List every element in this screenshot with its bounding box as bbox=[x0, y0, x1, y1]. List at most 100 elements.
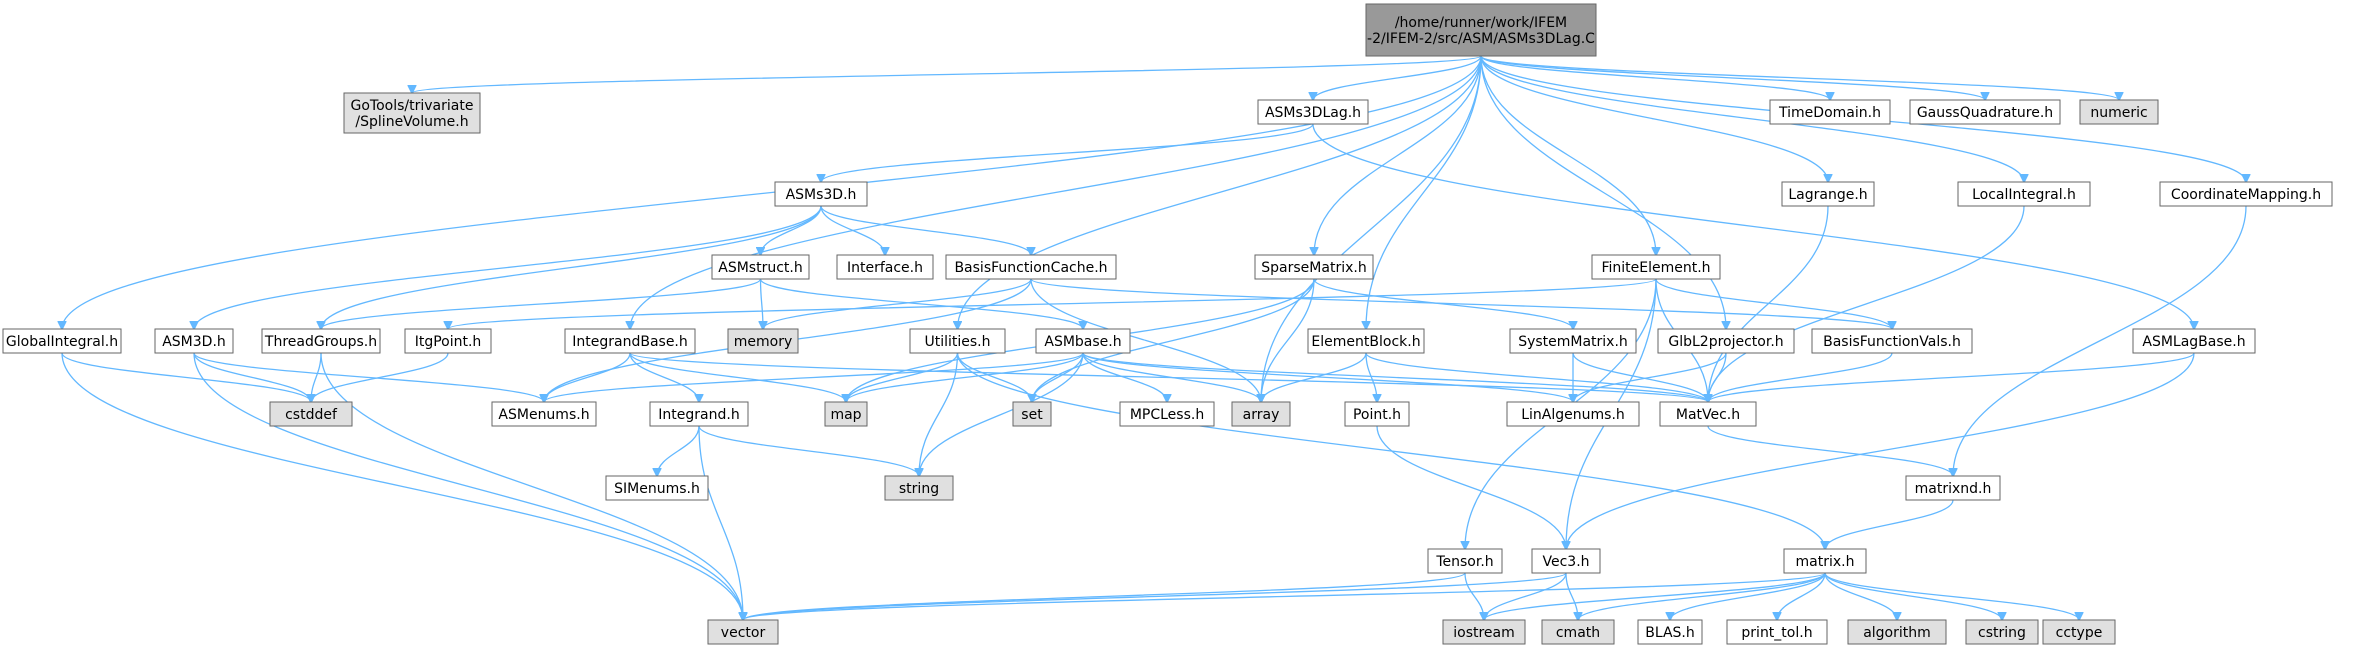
node-box-bfcache bbox=[945, 254, 1117, 280]
node-box-iostream bbox=[1442, 619, 1526, 645]
node-cmath: cmath bbox=[1541, 619, 1615, 645]
node-asmbase[interactable]: ASMbase.h bbox=[1035, 328, 1131, 354]
node-label-asms3dlag_h: ASMs3DLag.h bbox=[1265, 105, 1361, 121]
node-map: map bbox=[824, 401, 868, 427]
edge-bfcache-to-array bbox=[1030, 278, 1261, 402]
node-interface[interactable]: Interface.h bbox=[836, 254, 934, 280]
node-vec3[interactable]: Vec3.h bbox=[1531, 548, 1601, 574]
edge-root-to-numeric bbox=[1480, 55, 2119, 100]
node-label-systemmatrix: SystemMatrix.h bbox=[1518, 334, 1628, 350]
node-label-simenums: SIMenums.h bbox=[614, 481, 700, 497]
node-tensor[interactable]: Tensor.h bbox=[1427, 548, 1503, 574]
node-itgpoint[interactable]: ItgPoint.h bbox=[404, 328, 492, 354]
node-box-algorithm bbox=[1847, 619, 1947, 645]
node-threadgroups[interactable]: ThreadGroups.h bbox=[261, 328, 381, 354]
node-glbl2proj[interactable]: GlbL2projector.h bbox=[1657, 328, 1795, 354]
edge-root-to-timedomain bbox=[1480, 55, 1830, 100]
node-array: array bbox=[1231, 401, 1291, 427]
node-label-numeric: numeric bbox=[2090, 105, 2147, 121]
node-box-vector bbox=[707, 619, 779, 645]
node-label-cmath: cmath bbox=[1556, 625, 1600, 641]
node-gaussquad[interactable]: GaussQuadrature.h bbox=[1909, 99, 2061, 125]
node-bfcache[interactable]: BasisFunctionCache.h bbox=[945, 254, 1117, 280]
node-mpcless[interactable]: MPCLess.h bbox=[1119, 401, 1215, 427]
node-finiteelement[interactable]: FiniteElement.h bbox=[1591, 254, 1721, 280]
node-asmenums[interactable]: ASMenums.h bbox=[491, 401, 597, 427]
node-label-globalintegral: GlobalIntegral.h bbox=[6, 334, 118, 350]
edge-integrandbase-to-integrand bbox=[629, 352, 699, 402]
edge-asmstruct-to-asmbase bbox=[759, 278, 1084, 329]
node-box-string bbox=[884, 475, 954, 501]
node-label-algorithm: algorithm bbox=[1863, 625, 1931, 641]
edge-matrix-to-algorithm bbox=[1824, 572, 1897, 620]
edge-matrix-to-blas bbox=[1670, 572, 1826, 620]
node-label-set: set bbox=[1021, 407, 1043, 423]
node-label-asms3d: ASMs3D.h bbox=[786, 187, 857, 203]
node-box-cstddef bbox=[269, 401, 353, 427]
edge-systemmatrix-to-matvec bbox=[1572, 352, 1708, 402]
edge-asms3dlag_h-to-asmlagbase bbox=[1312, 123, 2194, 329]
node-integrand[interactable]: Integrand.h bbox=[649, 401, 749, 427]
node-globalintegral[interactable]: GlobalIntegral.h bbox=[2, 328, 122, 354]
edge-bfvals-to-matvec bbox=[1708, 352, 1893, 402]
node-asms3d[interactable]: ASMs3D.h bbox=[774, 181, 868, 207]
edge-sparsematrix-to-array bbox=[1261, 278, 1315, 402]
edge-asms3d-to-asmstruct bbox=[761, 205, 822, 255]
node-localintegral[interactable]: LocalIntegral.h bbox=[1957, 181, 2091, 207]
edge-utilities-to-string bbox=[919, 352, 959, 476]
edge-root-to-elementblock bbox=[1366, 55, 1482, 329]
node-asms3dlag_h[interactable]: ASMs3DLag.h bbox=[1257, 99, 1369, 125]
node-label-map: map bbox=[830, 407, 861, 423]
node-lagrange[interactable]: Lagrange.h bbox=[1781, 181, 1875, 207]
node-label-string: string bbox=[899, 481, 939, 497]
edge-matrix-to-cctype bbox=[1824, 572, 2079, 620]
node-label-printtol: print_tol.h bbox=[1741, 625, 1812, 641]
node-blas[interactable]: BLAS.h bbox=[1637, 619, 1703, 645]
edge-asms3d-to-threadgroups bbox=[321, 205, 822, 329]
node-matrixnd[interactable]: matrixnd.h bbox=[1905, 475, 2001, 501]
node-matrix[interactable]: matrix.h bbox=[1783, 548, 1867, 574]
node-label-cstring: cstring bbox=[1978, 625, 2026, 641]
node-box-asmbase bbox=[1035, 328, 1131, 354]
node-pointh[interactable]: Point.h bbox=[1344, 401, 1410, 427]
node-root[interactable]: /home/runner/work/IFEM-2/IFEM-2/src/ASM/… bbox=[1365, 3, 1597, 57]
node-sparsematrix[interactable]: SparseMatrix.h bbox=[1254, 254, 1374, 280]
node-linalgenums[interactable]: LinAlgenums.h bbox=[1506, 401, 1640, 427]
node-elementblock[interactable]: ElementBlock.h bbox=[1307, 328, 1425, 354]
node-label-matvec: MatVec.h bbox=[1676, 407, 1740, 423]
node-bfvals[interactable]: BasisFunctionVals.h bbox=[1811, 328, 1973, 354]
node-box-systemmatrix bbox=[1509, 328, 1637, 354]
node-label-asmstruct: ASMstruct.h bbox=[718, 260, 802, 276]
node-label-bfcache: BasisFunctionCache.h bbox=[954, 260, 1107, 276]
node-box-simenums bbox=[605, 475, 709, 501]
node-asm3d[interactable]: ASM3D.h bbox=[154, 328, 234, 354]
edge-matrix-to-cmath bbox=[1578, 572, 1826, 620]
node-box-root bbox=[1365, 3, 1597, 57]
node-label-vector: vector bbox=[721, 625, 766, 641]
node-label-integrand: Integrand.h bbox=[658, 407, 739, 423]
node-box-asm3d bbox=[154, 328, 234, 354]
node-matvec[interactable]: MatVec.h bbox=[1659, 401, 1757, 427]
node-timedomain[interactable]: TimeDomain.h bbox=[1769, 99, 1891, 125]
edge-integrand-to-vector bbox=[698, 425, 743, 620]
node-asmlagbase[interactable]: ASMLagBase.h bbox=[2132, 328, 2256, 354]
node-asmstruct[interactable]: ASMstruct.h bbox=[711, 254, 810, 280]
node-printtol[interactable]: print_tol.h bbox=[1726, 619, 1828, 645]
node-coordmapping[interactable]: CoordinateMapping.h bbox=[2159, 181, 2333, 207]
edge-asms3d-to-asm3d bbox=[194, 205, 822, 329]
node-label-asmenums: ASMenums.h bbox=[498, 407, 589, 423]
node-label-utilities: Utilities.h bbox=[924, 334, 990, 350]
edge-asms3d-to-interface bbox=[820, 205, 885, 255]
node-systemmatrix[interactable]: SystemMatrix.h bbox=[1509, 328, 1637, 354]
node-box-itgpoint bbox=[404, 328, 492, 354]
node-utilities[interactable]: Utilities.h bbox=[909, 328, 1006, 354]
edge-matrixnd-to-matrix bbox=[1825, 499, 1954, 549]
node-label-glbl2proj: GlbL2projector.h bbox=[1668, 334, 1783, 350]
node-label-gotools: GoTools/trivariate bbox=[351, 98, 474, 114]
node-simenums[interactable]: SIMenums.h bbox=[605, 475, 709, 501]
node-algorithm: algorithm bbox=[1847, 619, 1947, 645]
edge-vec3-to-vector bbox=[743, 572, 1567, 620]
node-label-linalgenums: LinAlgenums.h bbox=[1521, 407, 1625, 423]
edge-tensor-to-iostream bbox=[1464, 572, 1484, 620]
node-integrandbase[interactable]: IntegrandBase.h bbox=[564, 328, 696, 354]
